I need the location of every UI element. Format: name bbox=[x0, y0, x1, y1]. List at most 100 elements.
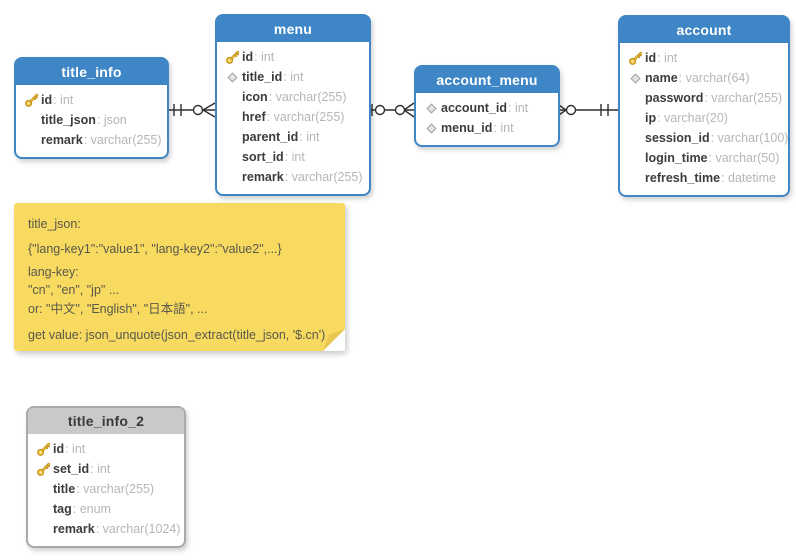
key-icon bbox=[33, 442, 53, 457]
note-fold-corner bbox=[323, 329, 345, 351]
field-type: : varchar(255) bbox=[76, 482, 155, 496]
field-row-remark[interactable]: remark: varchar(255) bbox=[21, 130, 162, 150]
field-name: sort_id bbox=[242, 150, 284, 164]
field-row-menu_id[interactable]: menu_id: int bbox=[421, 118, 550, 138]
diamond-icon bbox=[421, 102, 441, 114]
field-type: : int bbox=[299, 130, 320, 144]
field-type: : varchar(255) bbox=[268, 90, 347, 104]
field-type: : int bbox=[90, 462, 111, 476]
note-line-0: title_json: bbox=[28, 217, 81, 231]
sticky-note[interactable]: title_json: {"lang-key1":"value1", "lang-… bbox=[14, 203, 345, 351]
field-row-password[interactable]: password: varchar(255) bbox=[625, 88, 783, 108]
field-row-sort_id[interactable]: sort_id: int bbox=[222, 147, 361, 167]
field-name: password bbox=[645, 91, 704, 105]
field-type: : json bbox=[96, 113, 127, 127]
relation-title_info-menu bbox=[165, 102, 216, 118]
field-row-title_id[interactable]: title_id: int bbox=[222, 67, 361, 87]
field-row-title[interactable]: title: varchar(255) bbox=[33, 479, 176, 499]
field-name: id bbox=[645, 51, 657, 65]
field-name: id bbox=[41, 93, 53, 107]
field-type: : int bbox=[283, 70, 304, 84]
key-icon bbox=[222, 50, 242, 65]
field-row-session_id[interactable]: session_id: varchar(100) bbox=[625, 128, 788, 148]
field-name: refresh_time bbox=[645, 171, 721, 185]
field-name: tag bbox=[53, 502, 72, 516]
field-row-tag[interactable]: tag: enum bbox=[33, 499, 176, 519]
field-row-id[interactable]: id: int bbox=[222, 47, 361, 67]
field-type: : datetime bbox=[721, 171, 776, 185]
field-type: : int bbox=[284, 150, 305, 164]
table-title: menu bbox=[217, 16, 369, 42]
field-type: : varchar(20) bbox=[657, 111, 728, 125]
field-name: href bbox=[242, 110, 266, 124]
field-name: remark bbox=[53, 522, 95, 536]
field-name: menu_id bbox=[441, 121, 493, 135]
note-line-2: lang-key: bbox=[28, 265, 79, 279]
note-line-1: {"lang-key1":"value1", "lang-key2":"valu… bbox=[28, 242, 282, 256]
field-row-refresh_time[interactable]: refresh_time: datetime bbox=[625, 168, 780, 188]
table-title: account_menu bbox=[416, 67, 558, 93]
field-type: : int bbox=[493, 121, 514, 135]
field-type: : varchar(255) bbox=[704, 91, 783, 105]
field-name: remark bbox=[41, 133, 83, 147]
field-name: icon bbox=[242, 90, 268, 104]
field-type: : varchar(50) bbox=[708, 151, 780, 165]
note-text: title_json: {"lang-key1":"value1", "lang-… bbox=[28, 216, 331, 344]
table-title: title_info_2 bbox=[28, 408, 184, 434]
field-name: id bbox=[242, 50, 254, 64]
relation-account_menu-account bbox=[555, 102, 618, 118]
field-row-icon[interactable]: icon: varchar(255) bbox=[222, 87, 361, 107]
field-row-login_time[interactable]: login_time: varchar(50) bbox=[625, 148, 780, 168]
note-line-3: "cn", "en", "jp" ... bbox=[28, 283, 120, 297]
field-type: : varchar(255) bbox=[284, 170, 363, 184]
field-type: : int bbox=[508, 101, 529, 115]
field-row-id[interactable]: id: int bbox=[625, 48, 780, 68]
field-type: : varchar(64) bbox=[678, 71, 750, 85]
field-name: account_id bbox=[441, 101, 507, 115]
field-type: : enum bbox=[72, 502, 111, 516]
field-type: : int bbox=[254, 50, 275, 64]
field-row-id[interactable]: id: int bbox=[21, 90, 159, 110]
field-row-name[interactable]: name: varchar(64) bbox=[625, 68, 780, 88]
field-name: name bbox=[645, 71, 678, 85]
table-title: title_info bbox=[16, 59, 167, 85]
field-row-id[interactable]: id: int bbox=[33, 439, 176, 459]
diamond-icon bbox=[222, 71, 242, 83]
key-icon bbox=[625, 51, 645, 66]
field-row-remark[interactable]: remark: varchar(1024) bbox=[33, 519, 180, 539]
field-name: title_id bbox=[242, 70, 283, 84]
field-row-account_id[interactable]: account_id: int bbox=[421, 98, 550, 118]
note-line-5: get value: json_unquote(json_extract(tit… bbox=[28, 328, 326, 342]
diamond-icon bbox=[421, 122, 441, 134]
field-type: : varchar(100) bbox=[710, 131, 789, 145]
field-name: id bbox=[53, 442, 65, 456]
field-row-parent_id[interactable]: parent_id: int bbox=[222, 127, 361, 147]
field-type: : varchar(1024) bbox=[95, 522, 181, 536]
field-row-remark[interactable]: remark: varchar(255) bbox=[222, 167, 363, 187]
field-row-title_json[interactable]: title_json: json bbox=[21, 110, 159, 130]
field-row-href[interactable]: href: varchar(255) bbox=[222, 107, 361, 127]
field-name: set_id bbox=[53, 462, 90, 476]
field-type: : int bbox=[65, 442, 86, 456]
key-icon bbox=[33, 462, 53, 477]
field-name: session_id bbox=[645, 131, 710, 145]
field-row-ip[interactable]: ip: varchar(20) bbox=[625, 108, 780, 128]
field-name: remark bbox=[242, 170, 284, 184]
field-type: : varchar(255) bbox=[83, 133, 162, 147]
field-type: : varchar(255) bbox=[266, 110, 345, 124]
note-line-4: or: "中文", "English", "日本語", ... bbox=[28, 302, 208, 316]
table-title: account bbox=[620, 17, 788, 43]
field-name: title bbox=[53, 482, 76, 496]
field-row-set_id[interactable]: set_id: int bbox=[33, 459, 176, 479]
